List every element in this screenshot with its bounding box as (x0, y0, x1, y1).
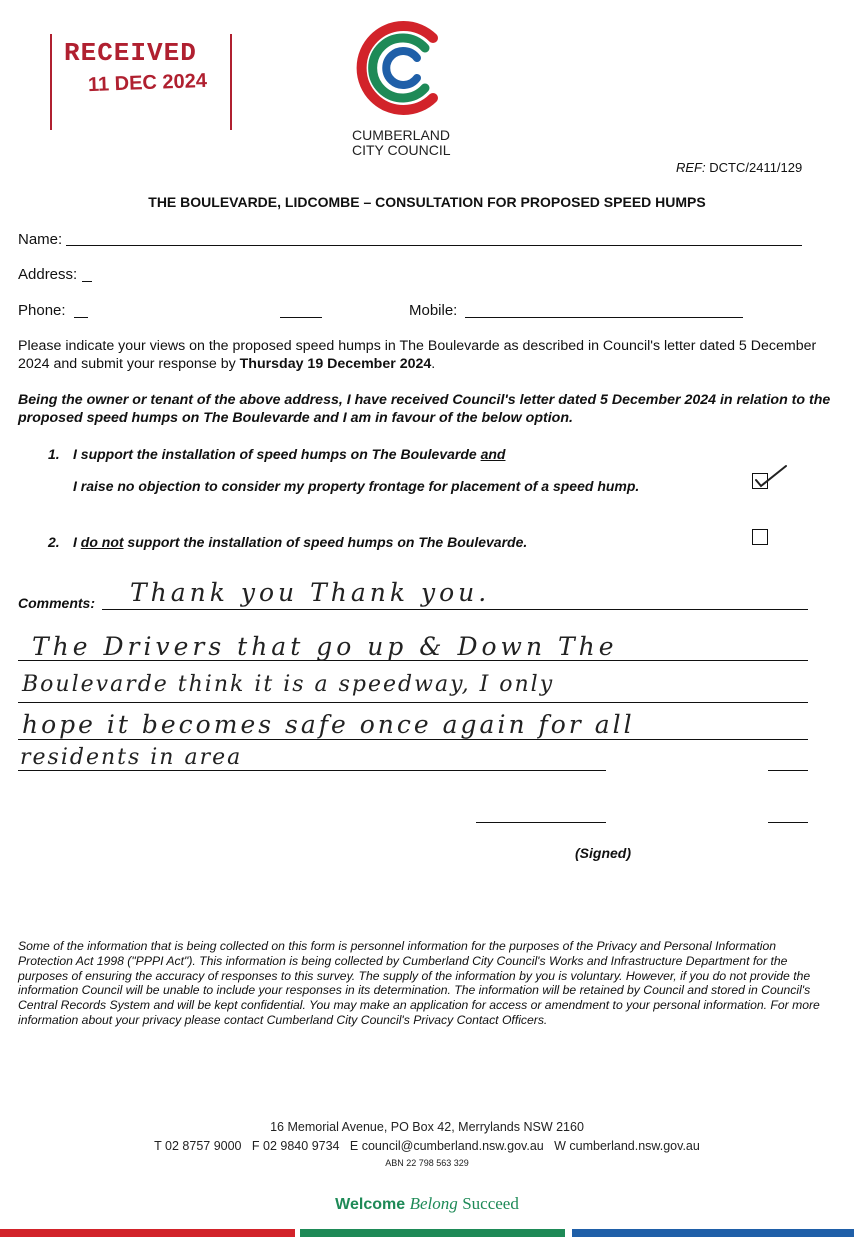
address-field[interactable] (82, 281, 92, 282)
address-label: Address: (18, 266, 78, 283)
footer-bar-red (0, 1229, 295, 1237)
stamp-border (50, 34, 232, 130)
comment-line-1 (102, 609, 808, 610)
comments-label: Comments: (18, 595, 96, 611)
signature-line[interactable] (476, 822, 606, 823)
tagline: Welcome Belong Succeed (0, 1194, 854, 1214)
footer-bar-green (300, 1229, 565, 1237)
tagline-belong: Belong (409, 1194, 458, 1213)
comment-line-5 (18, 770, 606, 771)
signed-label: (Signed) (575, 845, 631, 861)
instructions-text: Please indicate your views on the propos… (18, 338, 817, 372)
ref-value: DCTC/2411/129 (709, 160, 803, 175)
due-date: Thursday 19 December 2024 (239, 356, 432, 372)
name-field[interactable] (66, 245, 802, 246)
signature-line-end (768, 822, 808, 823)
option-2-text-a: I (73, 534, 81, 550)
option-1-text: I support the installation of speed hump… (73, 446, 481, 462)
stamp-date: 11 DEC 2024 (87, 69, 208, 97)
comment-line-3 (18, 702, 808, 703)
comment-text-1: Thank you Thank you. (130, 578, 491, 607)
option-2-checkbox[interactable] (752, 529, 768, 545)
tagline-succeed: Succeed (462, 1194, 519, 1213)
comment-line-2 (18, 660, 808, 661)
option-1-line1: I support the installation of speed hump… (73, 446, 505, 462)
received-stamp: RECEIVED 11 DEC 2024 (50, 34, 232, 134)
council-logo-icon (356, 21, 438, 115)
comment-text-2: The Drivers that go up & Down The (32, 632, 618, 661)
privacy-notice: Some of the information that is being co… (18, 939, 820, 1027)
name-label: Name: (18, 231, 63, 248)
form-title: THE BOULEVARDE, LIDCOMBE – CONSULTATION … (148, 194, 706, 210)
council-name-line2: CITY COUNCIL (352, 142, 451, 158)
footer-address: 16 Memorial Avenue, PO Box 42, Merryland… (270, 1120, 584, 1134)
comment-line-4 (18, 739, 808, 740)
comment-line-5-end (768, 770, 808, 771)
comment-text-5: residents in area (20, 745, 243, 770)
mobile-label: Mobile: (409, 302, 458, 319)
reference-number: REF: DCTC/2411/129 (676, 160, 802, 175)
declaration-paragraph: Being the owner or tenant of the above a… (18, 392, 831, 426)
stamp-received-text: RECEIVED (64, 38, 197, 68)
option-2-do-not: do not (80, 534, 124, 550)
council-name-line1: CUMBERLAND (352, 127, 451, 143)
phone-label: Phone: (18, 302, 66, 319)
comment-text-4: hope it becomes safe once again for all (22, 710, 635, 739)
phone-field-end (280, 317, 322, 318)
instructions-paragraph: Please indicate your views on the propos… (18, 337, 834, 373)
option-1-and: and (480, 446, 506, 462)
option-2-number: 2. (48, 534, 60, 550)
comment-text-3: Boulevarde think it is a speedway, I onl… (22, 672, 555, 697)
ref-label: REF: (676, 160, 706, 175)
footer-bar-blue (572, 1229, 854, 1237)
option-1-number: 1. (48, 446, 60, 462)
phone-field[interactable] (74, 317, 88, 318)
option-2-text-b: support the installation of speed humps … (123, 534, 528, 550)
option-1-line2: I raise no objection to consider my prop… (73, 478, 640, 494)
footer-abn: ABN 22 798 563 329 (385, 1158, 469, 1168)
option-2-line: I do not support the installation of spe… (73, 534, 527, 550)
mobile-field[interactable] (465, 317, 743, 318)
instructions-end: . (431, 356, 436, 372)
council-name: CUMBERLAND CITY COUNCIL (352, 128, 451, 158)
footer-contacts: T 02 8757 9000 F 02 9840 9734 E council@… (154, 1139, 700, 1153)
tagline-welcome: Welcome (335, 1196, 406, 1213)
checkmark-icon (755, 465, 787, 488)
